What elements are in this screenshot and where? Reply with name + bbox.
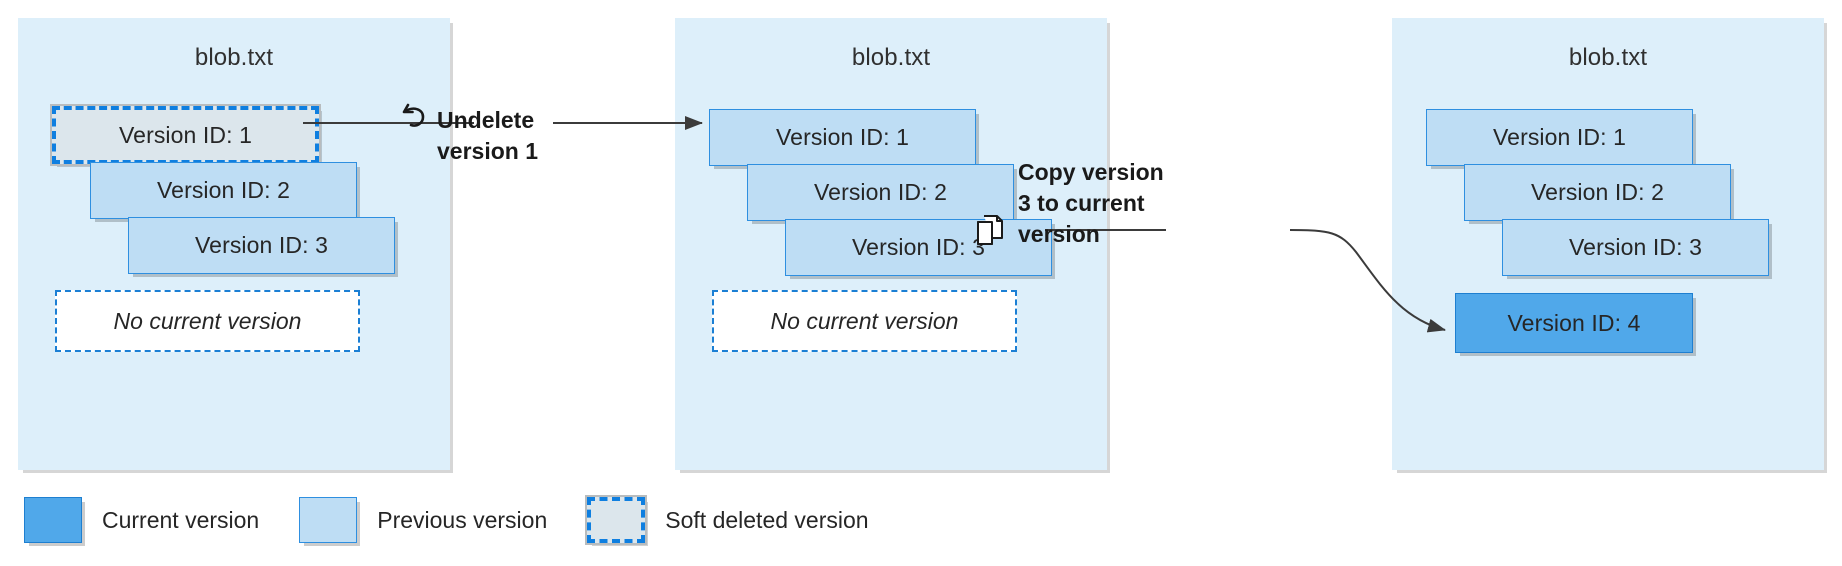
copy-icon	[974, 213, 1006, 247]
panel-one-version-2: Version ID: 2	[90, 162, 357, 219]
panel-two-no-current-version: No current version	[712, 290, 1017, 352]
legend-swatch-current-icon	[24, 497, 82, 543]
legend-item-soft-deleted: Soft deleted version	[585, 495, 908, 545]
panel-three-version-1: Version ID: 1	[1426, 109, 1693, 166]
legend-item-previous: Previous version	[299, 497, 587, 543]
undo-icon	[400, 100, 430, 132]
panel-three-version-2: Version ID: 2	[1464, 164, 1731, 221]
legend: Current version Previous version Soft de…	[24, 495, 909, 545]
panel-two: blob.txt Version ID: 1 Version ID: 2 Ver…	[675, 18, 1107, 470]
panel-one-no-current-version: No current version	[55, 290, 360, 352]
panel-two-version-1: Version ID: 1	[709, 109, 976, 166]
legend-swatch-previous-icon	[299, 497, 358, 543]
legend-item-current: Current version	[24, 497, 299, 543]
legend-label-previous: Previous version	[377, 506, 548, 533]
undelete-step-label: Undelete version 1	[437, 107, 538, 164]
legend-label-soft-deleted: Soft deleted version	[665, 506, 869, 533]
copy-step-label: Copy version 3 to current version	[1018, 159, 1164, 247]
panel-one-version-1: Version ID: 1	[50, 104, 321, 166]
panel-two-version-2: Version ID: 2	[747, 164, 1014, 221]
legend-swatch-soft-deleted-icon	[585, 495, 648, 545]
legend-label-current: Current version	[102, 506, 260, 533]
panel-three: blob.txt Version ID: 1 Version ID: 2 Ver…	[1392, 18, 1824, 470]
panel-two-title: blob.txt	[851, 44, 931, 71]
panel-three-title: blob.txt	[1568, 44, 1648, 71]
panel-two-version-3: Version ID: 3	[785, 219, 1052, 276]
panel-one-title: blob.txt	[194, 44, 274, 71]
panel-three-version-3: Version ID: 3	[1502, 219, 1769, 276]
panel-three-current-version: Version ID: 4	[1455, 293, 1693, 353]
panel-one: blob.txt Version ID: 1 Version ID: 2 Ver…	[18, 18, 450, 470]
panel-one-version-3: Version ID: 3	[128, 217, 395, 274]
